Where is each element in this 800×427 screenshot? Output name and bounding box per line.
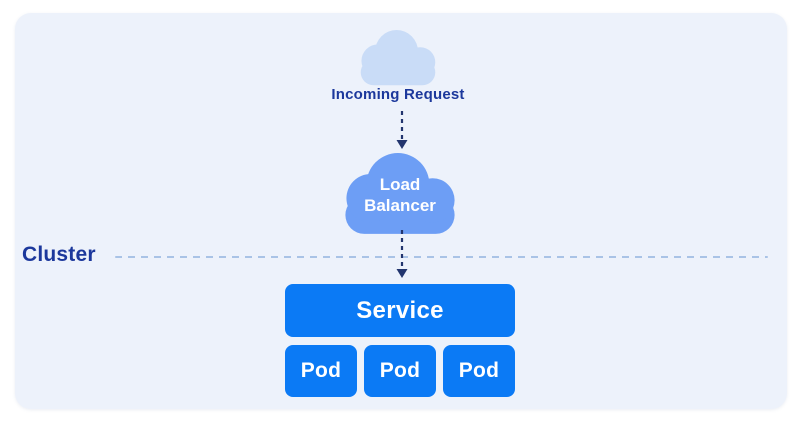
arrow-down-icon xyxy=(396,230,408,278)
load-balancer-label-wrap: Load Balancer xyxy=(337,174,463,217)
pod-label: Pod xyxy=(458,359,500,382)
incoming-request-cloud-icon xyxy=(360,30,436,86)
load-balancer-label: Load Balancer xyxy=(364,175,436,216)
arrow-down-icon xyxy=(396,111,408,149)
service-box: Service xyxy=(285,284,515,337)
service-label: Service xyxy=(356,296,444,324)
cluster-boundary-line xyxy=(115,256,768,258)
load-balancer-cloud-icon xyxy=(345,153,455,234)
pod-box: Pod xyxy=(285,345,357,397)
incoming-request-label: Incoming Request xyxy=(331,86,465,103)
pods-row: Pod Pod Pod xyxy=(285,345,515,397)
pod-box: Pod xyxy=(364,345,436,397)
pod-label: Pod xyxy=(300,359,342,382)
pod-label: Pod xyxy=(379,359,421,382)
pod-box: Pod xyxy=(443,345,515,397)
cluster-label: Cluster xyxy=(22,243,96,266)
